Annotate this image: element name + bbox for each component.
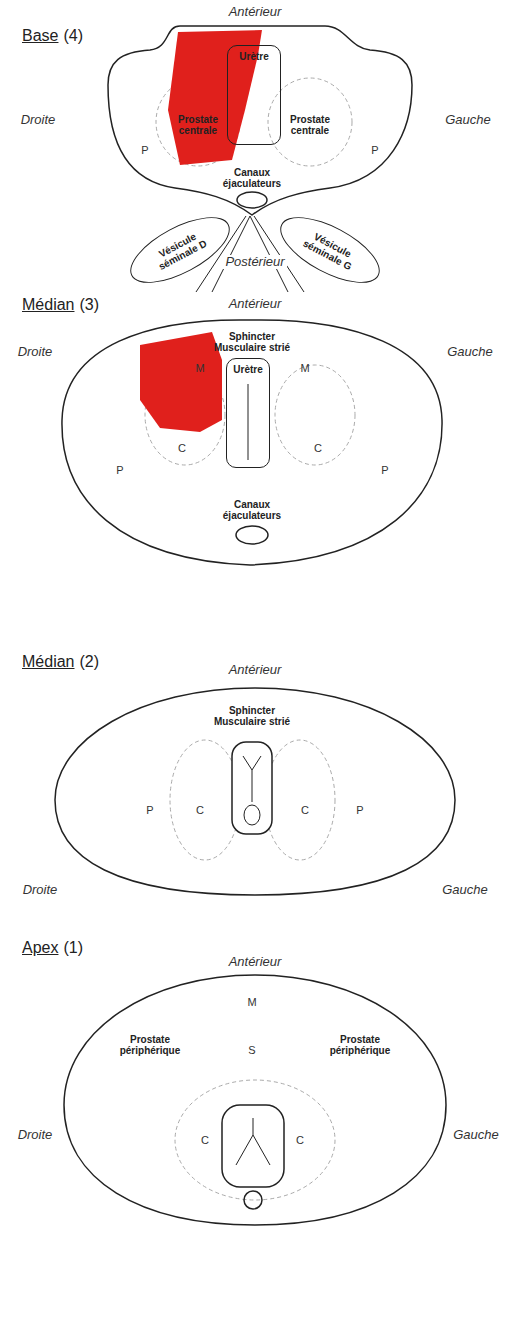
prostate-outline bbox=[64, 975, 446, 1225]
orientation-label: Droite bbox=[18, 345, 53, 360]
orientation-label: Antérieur bbox=[229, 5, 282, 20]
part-label: Urètre bbox=[233, 364, 262, 376]
urethra-box: Urètre bbox=[226, 358, 270, 468]
zone-letter: P bbox=[381, 464, 388, 477]
urethra-lumen bbox=[243, 756, 261, 802]
part-label: Vésicule séminale G bbox=[294, 223, 367, 276]
zone-letter: C bbox=[296, 1134, 304, 1147]
zone-label: Prostate périphérique bbox=[320, 1034, 400, 1057]
zone-letter: M bbox=[247, 996, 256, 1009]
zone-letter: M bbox=[300, 362, 309, 375]
section-title: Base bbox=[22, 27, 58, 45]
seminal-vesicle: Vésicule séminale G bbox=[271, 204, 390, 296]
section-title: Médian bbox=[22, 653, 74, 671]
part-label: Urètre bbox=[239, 51, 268, 63]
zone-letter: C bbox=[178, 442, 186, 455]
section-title: Apex bbox=[22, 939, 58, 957]
zone-boundary bbox=[175, 1080, 335, 1200]
zone-boundary bbox=[265, 740, 335, 860]
ejaculatory-duct bbox=[236, 526, 268, 544]
section-number: (3) bbox=[79, 296, 99, 314]
orientation-label: Droite bbox=[18, 1128, 53, 1143]
zone-letter: P bbox=[146, 804, 153, 817]
section-title: Médian bbox=[22, 296, 74, 314]
zone-letter: P bbox=[141, 144, 148, 157]
orientation-label: Gauche bbox=[442, 883, 488, 898]
orientation-label: Gauche bbox=[447, 345, 493, 360]
zone-label: Sphincter Musculaire strié bbox=[207, 705, 297, 728]
prostate-outline bbox=[62, 320, 442, 565]
zone-letter: C bbox=[314, 442, 322, 455]
zone-boundary bbox=[170, 740, 240, 860]
orientation-label: Droite bbox=[21, 113, 56, 128]
orientation-label: Antérieur bbox=[229, 663, 282, 678]
part-label: Vésicule séminale D bbox=[144, 223, 217, 276]
zone-letter: C bbox=[196, 804, 204, 817]
zone-letter: P bbox=[116, 464, 123, 477]
lesion-area bbox=[140, 332, 222, 432]
zone-label: Canaux éjaculateurs bbox=[212, 167, 292, 190]
orientation-label: Droite bbox=[23, 883, 58, 898]
orientation-label: Gauche bbox=[453, 1128, 499, 1143]
zone-letter: M bbox=[195, 362, 204, 375]
section-number: (4) bbox=[63, 27, 83, 45]
zone-letter: C bbox=[201, 1134, 209, 1147]
orientation-label: Antérieur bbox=[229, 955, 282, 970]
zone-letter: C bbox=[301, 804, 309, 817]
zone-label: Prostate centrale bbox=[285, 114, 335, 137]
seminal-vesicle: Vésicule séminale D bbox=[121, 204, 240, 296]
prostate-outline bbox=[55, 688, 455, 895]
zone-letter: P bbox=[371, 144, 378, 157]
section-number: (2) bbox=[79, 653, 99, 671]
zone-label: Prostate périphérique bbox=[110, 1034, 190, 1057]
urethra-lumen bbox=[244, 805, 260, 825]
zone-label: Sphincter Musculaire strié bbox=[207, 331, 297, 354]
zone-label: Canaux éjaculateurs bbox=[212, 499, 292, 522]
urethra bbox=[222, 1105, 284, 1187]
urethra bbox=[232, 742, 272, 834]
section-number: (1) bbox=[63, 939, 83, 957]
orientation-label: Gauche bbox=[445, 113, 491, 128]
zone-letter: S bbox=[248, 1044, 255, 1057]
urethra-box: Urètre bbox=[227, 45, 281, 145]
urethra-lumen bbox=[236, 1118, 270, 1165]
orientation-label: Postérieur bbox=[223, 255, 286, 270]
zone-boundary bbox=[275, 365, 355, 465]
orientation-label: Antérieur bbox=[229, 297, 282, 312]
urethra-lumen bbox=[248, 384, 249, 460]
zone-label: Prostate centrale bbox=[173, 114, 223, 137]
zone-letter: P bbox=[356, 804, 363, 817]
urethra-lumen bbox=[244, 1191, 262, 1209]
prostate-outline bbox=[108, 26, 412, 215]
ejaculatory-duct bbox=[237, 192, 267, 208]
